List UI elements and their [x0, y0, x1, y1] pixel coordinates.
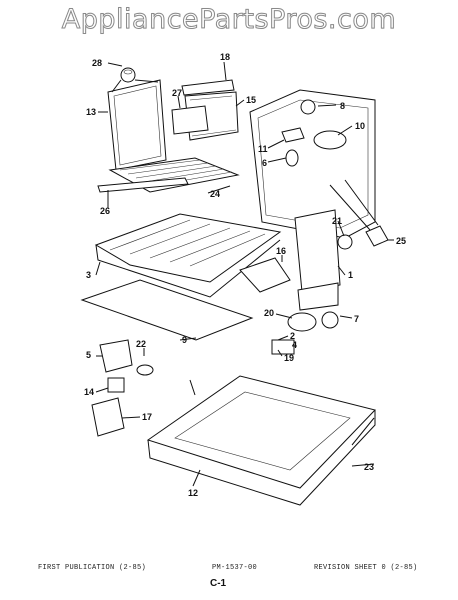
callout-28: 28	[92, 58, 102, 68]
footer-part-number: PM-1537-00	[212, 564, 258, 572]
callout-19: 19	[284, 353, 294, 363]
callout-27: 27	[172, 88, 182, 98]
callout-4: 4	[292, 340, 297, 350]
callout-17: 17	[142, 412, 152, 422]
callout-20: 20	[264, 308, 274, 318]
base-pan	[146, 375, 376, 506]
callout-14: 14	[84, 387, 94, 397]
callout-21: 21	[332, 216, 342, 226]
cabinet-interior	[249, 89, 389, 247]
damper-assembly	[91, 339, 154, 437]
callout-23: 23	[364, 462, 374, 472]
fan-motor	[271, 311, 339, 355]
crisper-bin-assembly	[171, 79, 239, 141]
callout-11: 11	[258, 144, 268, 154]
callout-9: 9	[182, 335, 187, 345]
callout-2: 2	[290, 331, 295, 341]
callout-24: 24	[210, 189, 220, 199]
callout-16: 16	[276, 246, 286, 256]
wire-shelf	[97, 157, 240, 193]
air-duct	[239, 209, 353, 311]
callout-26: 26	[100, 206, 110, 216]
callout-18: 18	[220, 52, 230, 62]
footer-first-publication: FIRST PUBLICATION (2-85)	[38, 564, 147, 572]
door-frame	[107, 67, 167, 171]
callout-10: 10	[355, 121, 365, 131]
page-label: C-1	[210, 578, 227, 589]
callout-6: 6	[262, 158, 267, 168]
footer-revision: REVISION SHEET 0 (2-85)	[314, 564, 418, 572]
callout-8: 8	[340, 101, 345, 111]
callout-5: 5	[86, 350, 91, 360]
callout-1: 1	[348, 270, 353, 280]
callout-13: 13	[86, 107, 96, 117]
leader-lines	[95, 61, 394, 487]
callout-25: 25	[396, 236, 406, 246]
freezer-shelf	[94, 213, 282, 298]
callout-22: 22	[136, 339, 146, 349]
watermark: AppliancePartsPros.com	[61, 4, 397, 36]
callout-15: 15	[246, 95, 256, 105]
callout-3: 3	[86, 270, 91, 280]
callout-12: 12	[188, 488, 198, 498]
callout-7: 7	[354, 314, 359, 324]
divider-panel	[80, 279, 254, 341]
